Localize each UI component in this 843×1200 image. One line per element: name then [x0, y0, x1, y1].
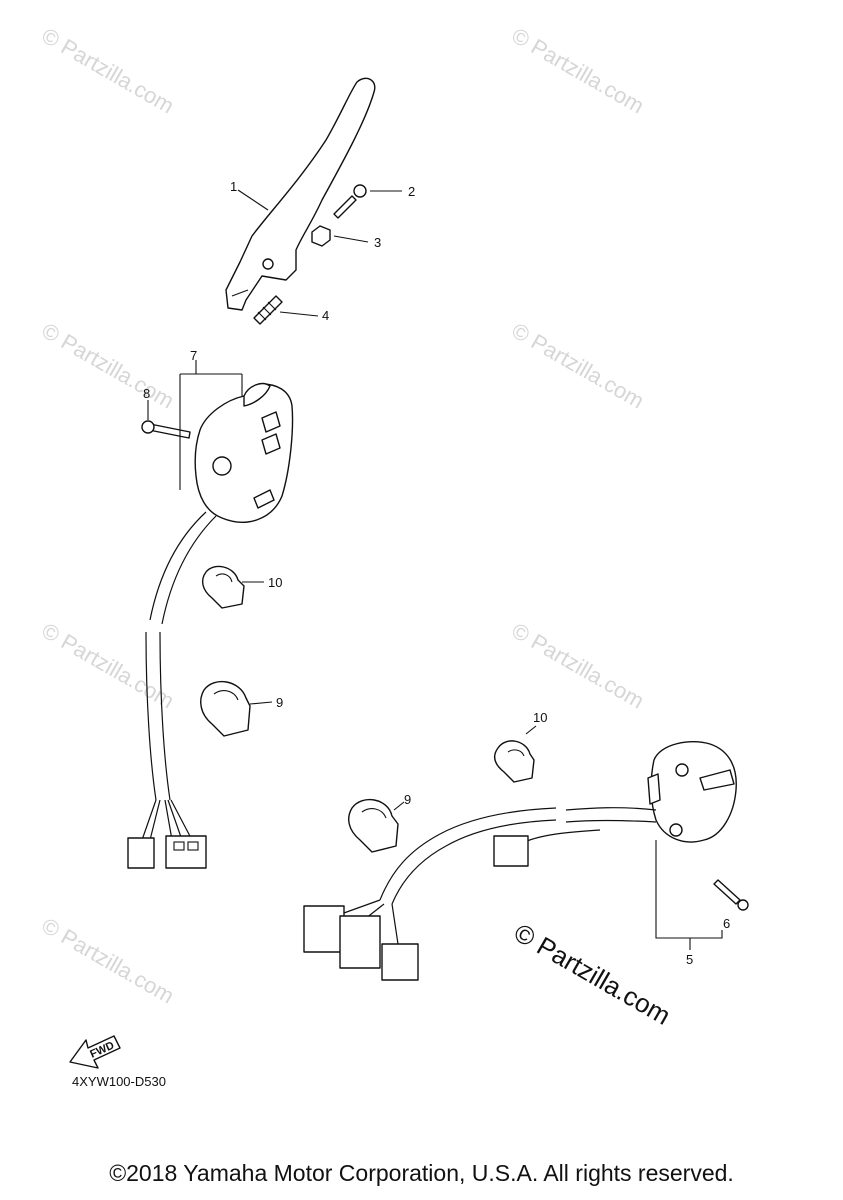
callout-3: 3 [374, 235, 381, 250]
copyright-notice: ©2018 Yamaha Motor Corporation, U.S.A. A… [109, 1160, 734, 1186]
watermark: © Partzilla.com [38, 618, 179, 714]
callout-8: 8 [143, 386, 150, 401]
watermark: © Partzilla.com [508, 23, 649, 119]
callout-7: 7 [190, 348, 197, 363]
screw-part-6[interactable] [713, 879, 749, 911]
callout-leader-lines [147, 189, 723, 950]
spring-part-4[interactable] [253, 295, 283, 325]
diagram-code: 4XYW100-D530 [72, 1074, 166, 1089]
partzilla-watermark-large: © Partzilla.com [509, 917, 676, 1031]
left-switch-wiring-harness [127, 511, 217, 869]
watermark: © Partzilla.com [38, 913, 179, 1009]
callout-2: 2 [408, 184, 415, 199]
fwd-label: FWD [88, 1040, 116, 1061]
callout-labels: 1 2 3 4 7 8 10 9 10 9 6 5 [143, 179, 730, 967]
watermark: © Partzilla.com [38, 23, 179, 119]
clamp-part-9-lower[interactable] [348, 798, 399, 853]
right-switch-wiring-harness [303, 807, 657, 981]
callout-4: 4 [322, 308, 329, 323]
clamp-part-9-upper[interactable] [200, 680, 251, 737]
callout-5: 5 [686, 952, 693, 967]
callout-10-lower: 10 [533, 710, 547, 725]
fwd-arrow-icon: FWD [69, 1035, 121, 1069]
callout-9-upper: 9 [276, 695, 283, 710]
callout-6: 6 [723, 916, 730, 931]
callout-1: 1 [230, 179, 237, 194]
right-handlebar-switch-part-5[interactable] [647, 741, 737, 843]
watermark: © Partzilla.com [38, 318, 179, 414]
bolt-part-2[interactable] [333, 184, 367, 219]
left-handlebar-switch-part-7[interactable] [194, 382, 294, 523]
nut-part-3[interactable] [311, 225, 331, 247]
parts-diagram: © Partzilla.com © Partzilla.com © Partzi… [38, 23, 749, 1089]
callout-10-upper: 10 [268, 575, 282, 590]
lever-part-1[interactable] [225, 77, 376, 311]
callout-9-lower: 9 [404, 792, 411, 807]
watermark: © Partzilla.com [508, 618, 649, 714]
watermark: © Partzilla.com [508, 318, 649, 414]
clamp-part-10-lower[interactable] [493, 740, 535, 783]
screw-part-8[interactable] [141, 420, 191, 439]
clamp-part-10-upper[interactable] [201, 565, 245, 609]
